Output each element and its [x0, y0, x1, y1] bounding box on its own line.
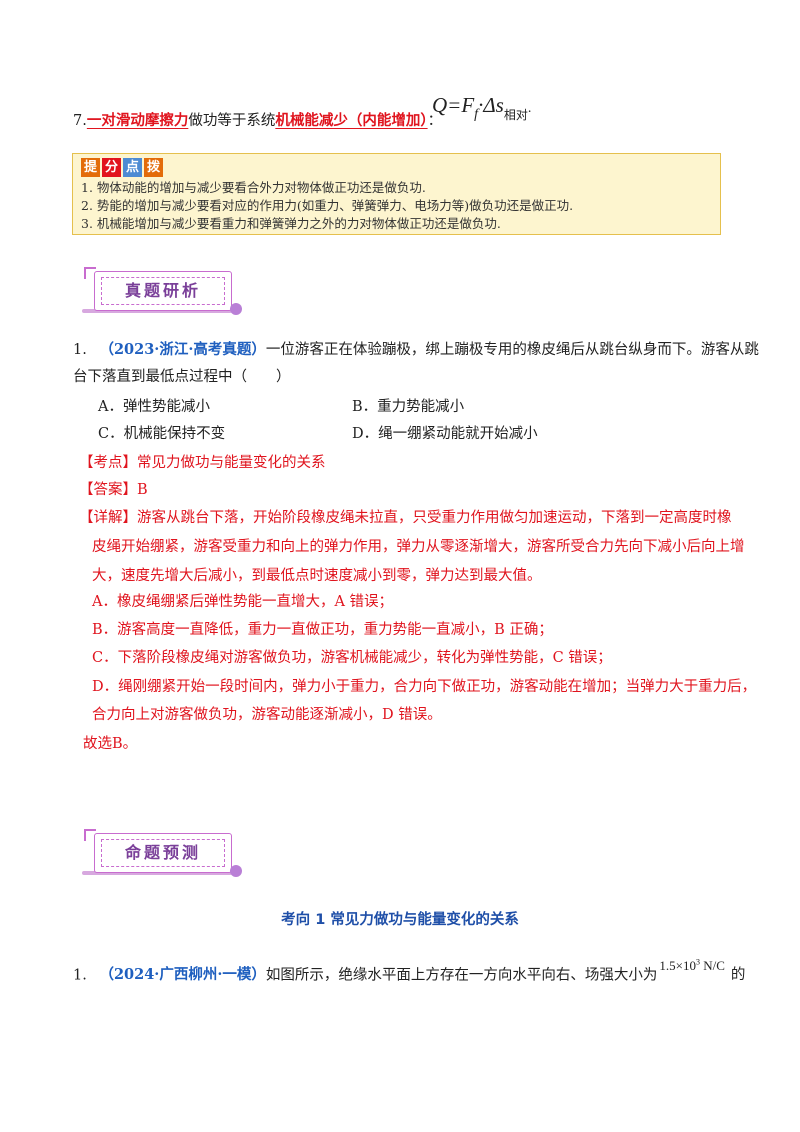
badge-corner	[84, 829, 96, 841]
formula-sub-f: f	[474, 107, 479, 122]
tip-title: 提 分 点 拨	[81, 158, 163, 177]
formula-end: .	[527, 101, 532, 116]
q1-stem-line1: 1. （2023·浙江·高考真题）一位游客正在体验蹦极，绑上蹦极专用的橡皮绳后从…	[73, 340, 759, 360]
q1-detail-line8: 合力向上对游客做负功，游客动能逐渐减小，D 错误。	[92, 707, 442, 723]
tip-box: 提 分 点 拨 1. 物体动能的增加与减少要看合外力对物体做正功还是做负功. 2…	[72, 153, 721, 235]
badge-dot	[230, 303, 242, 315]
key-term-energy: 机械能减少（内能增加）	[275, 112, 428, 129]
q1-conclusion: 故选B。	[83, 736, 138, 752]
item-text: 做功等于系统	[188, 113, 276, 129]
q1-stem-text1: 一位游客正在体验蹦极，绑上蹦极专用的橡皮绳后从跳台纵身而下。游客从跳	[265, 342, 759, 358]
q1-detail-line1: 【详解】游客从跳台下落，开始阶段橡皮绳未拉直，只受重力作用做匀加速运动，下落到一…	[79, 510, 732, 526]
tip-char-2: 分	[102, 158, 121, 177]
q2-source: （2024·广西柳州·一模）	[99, 966, 266, 984]
formula-rest: ·Δs	[478, 93, 504, 117]
item-number: 7.	[73, 113, 87, 129]
q2-value-base: 1.5×10	[659, 958, 696, 974]
tip-lines: 1. 物体动能的增加与减少要看合外力对物体做正功还是做负功. 2. 势能的增加与…	[81, 179, 573, 233]
q1-detail-line4: A．橡皮绳绷紧后弹性势能一直增大，A 错误；	[92, 594, 394, 610]
q1-answer: 【答案】B	[79, 482, 148, 498]
q2-number: 1.	[73, 967, 87, 984]
q1-detail-line6: C．下落阶段橡皮绳对游客做负功，游客机械能减少，转化为弹性势能，C 错误；	[92, 650, 612, 666]
q2-value: 1.5×103 N/C	[659, 958, 725, 973]
q1-stem-line2: 台下落直到最低点过程中（ ）	[73, 369, 291, 385]
badge-frame: 真题研析	[94, 271, 232, 311]
q2-tail: 的	[730, 967, 746, 984]
section-badge-mingti: 命题预测	[80, 827, 242, 881]
badge-dot	[230, 865, 242, 877]
badge-underbar	[82, 871, 232, 875]
q1-detail-line5: B．游客高度一直降低，重力一直做正功，重力势能一直减小，B 正确；	[92, 622, 553, 638]
formula-main: Q=F	[432, 93, 475, 117]
badge-underbar	[82, 309, 232, 313]
q1-option-c: C．机械能保持不变	[98, 426, 226, 442]
tip-char-4: 拨	[144, 158, 163, 177]
tip-line-1: 1. 物体动能的增加与减少要看合外力对物体做正功还是做负功.	[81, 180, 426, 195]
direction-title: 考向 1 常见力做功与能量变化的关系	[281, 912, 519, 928]
key-term-friction: 一对滑动摩擦力	[86, 112, 189, 129]
q2-unit: N/C	[700, 958, 725, 974]
q1-option-d: D．绳一绷紧动能就开始减小	[352, 426, 538, 442]
q2-stem-text: 如图所示，绝缘水平面上方存在一方向水平向右、场强大小为	[265, 967, 658, 984]
item-7-line: 7.一对滑动摩擦力做功等于系统机械能减少（内能增加）：	[73, 111, 442, 131]
section-badge-zhenti: 真题研析	[80, 265, 242, 319]
q2-stem: 1. （2024·广西柳州·一模）如图所示，绝缘水平面上方存在一方向水平向右、场…	[73, 958, 746, 985]
tip-line-2: 2. 势能的增加与减少要看对应的作用力(如重力、弹簧弹力、电场力等)做负功还是做…	[81, 198, 574, 213]
tip-line-3: 3. 机械能增加与减少要看重力和弹簧弹力之外的力对物体做正功还是做负功.	[81, 216, 501, 231]
section-title: 命题预测	[101, 839, 225, 867]
tip-char-3: 点	[123, 158, 142, 177]
q1-kaodian: 【考点】常见力做功与能量变化的关系	[79, 455, 326, 471]
badge-corner	[84, 267, 96, 279]
section-title: 真题研析	[101, 277, 225, 305]
q1-source: （2023·浙江·高考真题）	[99, 341, 266, 358]
q1-detail-line2: 皮绳开始绷紧，游客受重力和向上的弹力作用，弹力从零逐渐增大，游客所受合力先向下减…	[92, 539, 745, 555]
item-text-colon: ：	[427, 113, 443, 129]
q1-detail-line3: 大，速度先增大后减小，到最低点时速度减小到零，弹力达到最大值。	[92, 568, 542, 584]
q1-option-a: A．弹性势能减小	[98, 399, 210, 415]
q1-option-b: B．重力势能减小	[352, 399, 465, 415]
q1-number: 1.	[73, 342, 87, 358]
tip-char-1: 提	[81, 158, 100, 177]
formula-subscript: 相对	[503, 108, 528, 122]
badge-frame: 命题预测	[94, 833, 232, 873]
q1-detail-line7: D．绳刚绷紧开始一段时间内，弹力小于重力，合力向下做正功，游客动能在增加；当弹力…	[92, 679, 757, 695]
formula-heat: Q=Ff·Δs相对.	[432, 93, 532, 122]
q2-exponent: 3	[696, 958, 700, 967]
